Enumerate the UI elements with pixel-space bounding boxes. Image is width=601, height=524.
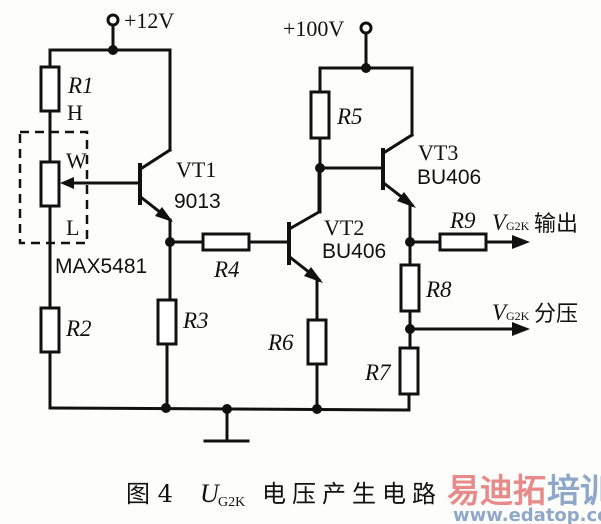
vt1-collector: [139, 147, 173, 171]
out1-v: V: [492, 210, 509, 235]
r3-label: R3: [182, 308, 209, 333]
resistor-r1: [39, 65, 61, 113]
caption-text: 电压产生电路: [262, 480, 442, 508]
output-arrow-icon: [512, 235, 530, 249]
r9-label: R9: [449, 208, 476, 233]
out2-text: 分压: [534, 302, 578, 327]
out1-text: 输出: [534, 212, 578, 237]
wiper-arrow-icon: [60, 177, 74, 189]
vt1-part: 9013: [174, 190, 221, 213]
resistor-r3: [156, 298, 178, 346]
resistor-r8: [399, 263, 421, 313]
vcc100-label: +100V: [283, 16, 344, 41]
caption-u: U: [200, 479, 221, 508]
pot-pin-w: W: [66, 148, 87, 173]
out2-v: V: [492, 300, 509, 325]
resistor-r5: [309, 90, 331, 140]
vt2-name: VT2: [324, 215, 364, 240]
pot-part-label: MAX5481: [55, 255, 147, 278]
vcc12-terminal: [106, 13, 120, 27]
pot-package-outline: [18, 130, 89, 245]
watermark-url: www.edatop.com: [453, 505, 601, 524]
pot-pin-l: L: [66, 215, 79, 240]
vt3-collector: [382, 132, 415, 155]
resistor-r7: [398, 346, 420, 396]
vt2-part: BU406: [322, 240, 386, 263]
resistor-r6: [306, 318, 328, 366]
vt1-name: VT1: [176, 157, 216, 182]
vt2-collector: [288, 209, 322, 231]
resistor-r2: [39, 306, 61, 354]
potentiometer: [39, 160, 61, 208]
junction-dot: [161, 403, 171, 413]
vcc100-terminal: [359, 21, 373, 35]
resistor-r9: [438, 232, 488, 252]
vt3-name: VT3: [418, 140, 458, 165]
resistor-r4: [201, 232, 251, 252]
caption-sub: G2K: [218, 495, 245, 510]
caption-fig: 图 4: [126, 480, 173, 508]
junction-dot: [312, 404, 322, 414]
out2-sub: G2K: [506, 309, 530, 323]
vt1-emitter-arrow-icon: [155, 207, 173, 222]
vt3-part: BU406: [417, 166, 481, 189]
r8-label: R8: [425, 277, 452, 302]
watermark-cn-b: 培训: [547, 471, 601, 510]
output-arrow-icon: [512, 322, 530, 336]
r2-label: R2: [65, 316, 92, 341]
r4-label: R4: [213, 257, 240, 282]
junction-dot: [361, 63, 371, 73]
r6-label: R6: [267, 330, 294, 355]
r5-label: R5: [336, 104, 363, 129]
junction-dot: [108, 45, 118, 55]
r1-label: R1: [67, 73, 94, 98]
pot-pin-h: H: [67, 100, 83, 125]
watermark-cn-a: 易迪拓: [447, 471, 546, 510]
out1-sub: G2K: [506, 219, 530, 233]
vcc12-label: +12V: [124, 8, 174, 33]
r7-label: R7: [364, 360, 392, 385]
